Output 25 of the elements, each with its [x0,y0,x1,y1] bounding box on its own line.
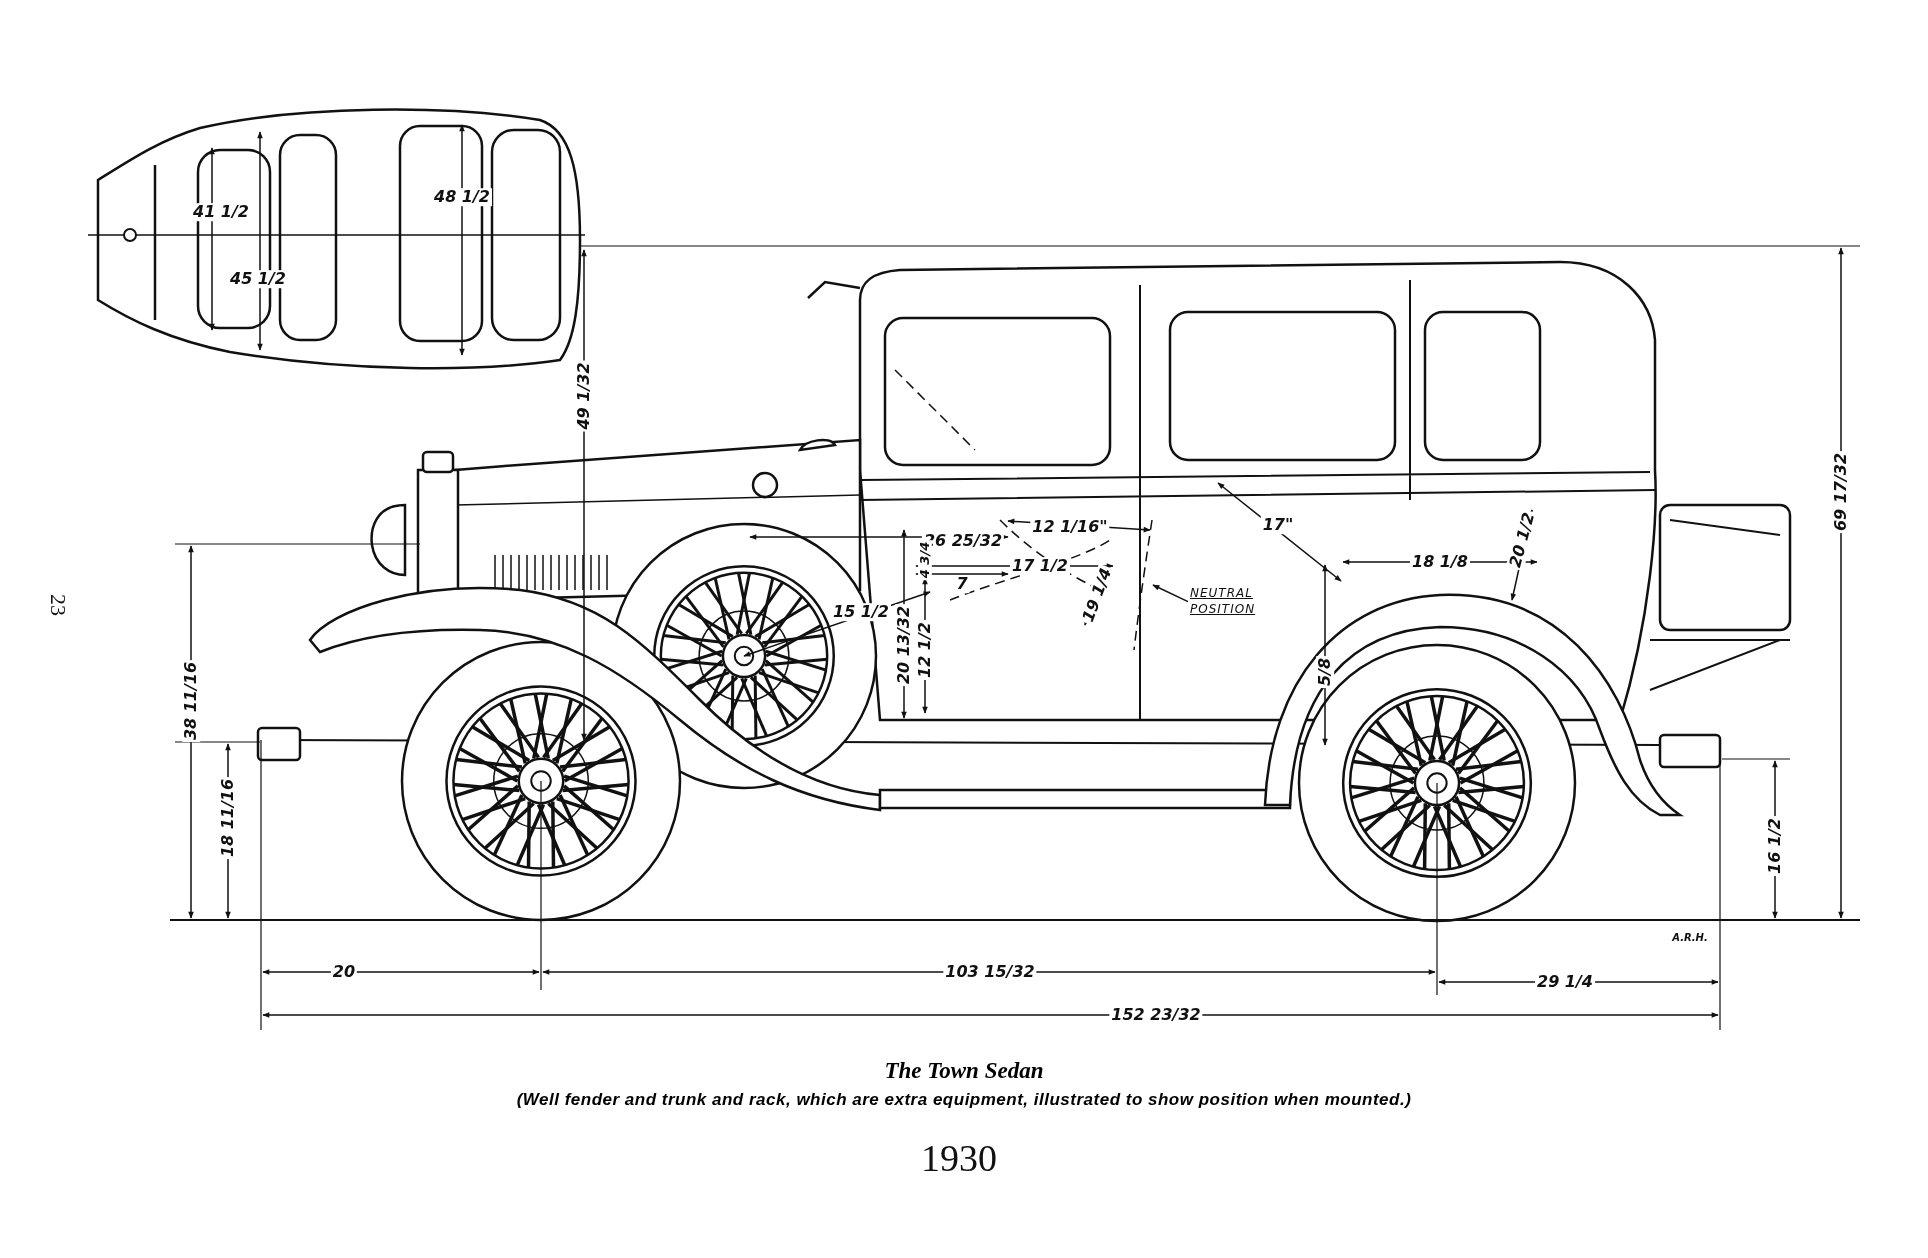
dimension-label: 49 1/32 [575,360,593,432]
dimension-label: 48 1/2 [432,188,492,206]
callout-text: NEUTRAL POSITION [1190,586,1285,618]
dimension-label: 29 1/4 [1535,973,1595,991]
dimension-label: 103 15/32 [943,963,1037,981]
dimension-label: 152 23/32 [1109,1006,1203,1024]
dimension-label: 16 1/2 [1766,816,1784,876]
dimension-label: 41 1/2 [191,203,251,221]
dimension-label: 5/8 [1316,655,1334,689]
drafter-initials: A.R.H. [1670,931,1710,943]
dimension-label: 69 17/32 [1832,450,1850,534]
dimension-label: 7 [954,575,970,593]
dimension-label: 18 1/8 [1410,553,1470,571]
title: The Town Sedan [884,1058,1044,1084]
dimension-label: 18 11/16 [219,776,237,860]
dimension-label: 15 1/2 [831,603,891,621]
dimension-label: 12 1/2 [916,620,934,680]
dimension-label: 45 1/2 [228,270,288,288]
leader-line [1152,584,1189,603]
caption: (Well fender and trunk and rack, which are extra equipment, illustrated to show position when mounted.) [516,1090,1412,1110]
lever-position-outline [1133,519,1153,651]
dimension-label: 12 1/16" [1030,518,1110,536]
dimension-label: 20 13/32 [895,603,913,687]
dimension-label: 17 1/2 [1010,557,1070,575]
dimension-label: 38 11/16 [182,659,200,743]
